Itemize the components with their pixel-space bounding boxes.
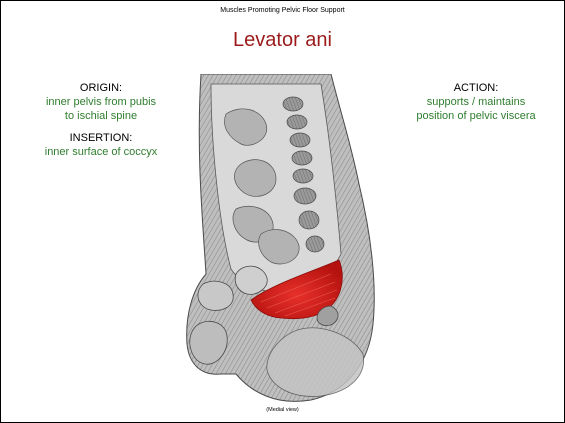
action-line-2: position of pelvic viscera <box>396 109 556 123</box>
figure-caption: (Medial view) <box>1 407 564 413</box>
action-block: ACTION: supports / maintains position of… <box>396 81 556 123</box>
pubic-region <box>198 281 233 310</box>
action-line-1: supports / maintains <box>396 95 556 109</box>
pelvis-illustration <box>181 74 377 404</box>
slide-header: Muscles Promoting Pelvic Floor Support <box>1 7 564 14</box>
origin-line-1: inner pelvis from pubis <box>31 95 171 109</box>
origin-line-2: to ischial spine <box>31 109 171 123</box>
insertion-heading: INSERTION: <box>31 131 171 145</box>
insertion-line-1: inner surface of coccyx <box>31 145 171 159</box>
origin-heading: ORIGIN: <box>31 81 171 95</box>
origin-insertion-block: ORIGIN: inner pelvis from pubis to ischi… <box>31 81 171 159</box>
slide-title: Levator ani <box>1 29 564 52</box>
action-heading: ACTION: <box>396 81 556 95</box>
bladder <box>235 266 267 294</box>
